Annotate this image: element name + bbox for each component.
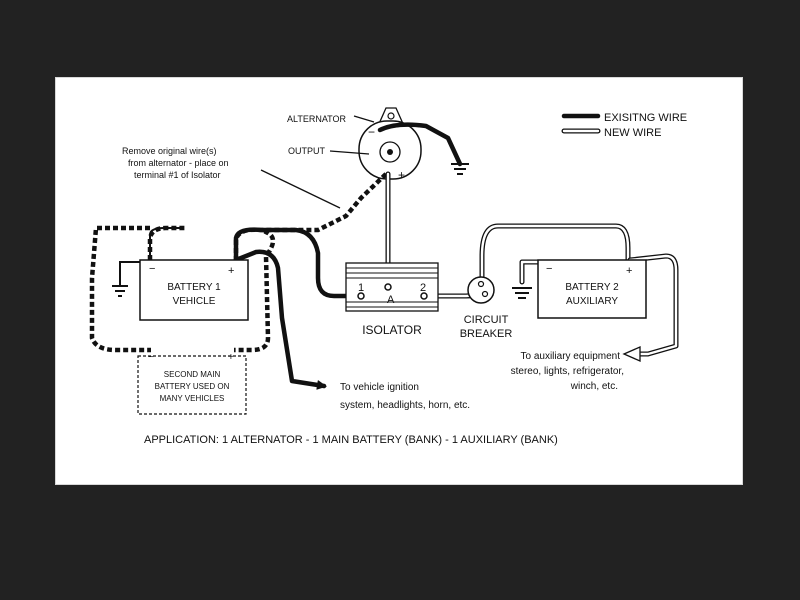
vehicle-systems-wire	[233, 249, 327, 390]
battery1-ground-dashed	[147, 225, 186, 260]
note-line-2: from alternator - place on	[128, 158, 229, 168]
alternator-label: ALTERNATOR	[287, 114, 347, 124]
battery2-minus: −	[546, 263, 552, 275]
original-wire-dashed	[233, 172, 388, 260]
alternator-shaft	[387, 149, 393, 155]
application-caption: APPLICATION: 1 ALTERNATOR - 1 MAIN BATTE…	[144, 434, 558, 446]
aux-note-line-2: stereo, lights, refrigerator,	[511, 366, 624, 377]
alternator: ALTERNATOR − + OUTPUT	[287, 107, 422, 182]
battery1-type: VEHICLE	[173, 296, 216, 307]
aux-equipment-new-wire	[628, 254, 678, 356]
alternator-ground-icon	[451, 163, 469, 175]
battery2-type: AUXILIARY	[566, 296, 618, 307]
alternator-leader	[353, 115, 375, 123]
second-battery-line-2: BATTERY USED ON	[155, 382, 230, 391]
circuit-breaker: CIRCUIT BREAKER	[460, 276, 513, 340]
battery1-ground-icon	[112, 285, 128, 297]
isolator: 1 A 2 ISOLATOR	[345, 262, 439, 337]
legend: EXISITNG WIRE NEW WIRE	[561, 112, 687, 139]
note-line-1: Remove original wire(s)	[122, 146, 217, 156]
second-battery-case	[137, 355, 247, 415]
isolator-terminal-a-label: A	[387, 294, 395, 306]
auxiliary-equipment-note: To auxiliary equipment stereo, lights, r…	[511, 351, 624, 392]
isolator-terminal-1-label: 1	[358, 282, 364, 294]
battery1-name: BATTERY 1	[167, 282, 221, 293]
battery2-ground-icon	[512, 287, 532, 299]
battery1-to-isolator-wire	[233, 227, 364, 299]
isolator-terminal-2-label: 2	[420, 282, 426, 294]
second-battery-negative-dashed	[89, 225, 151, 353]
legend-new-label: NEW WIRE	[604, 127, 661, 139]
battery1-plus: +	[228, 265, 234, 277]
alternator-mount-hole	[387, 112, 395, 120]
vehicle-note-line-1: To vehicle ignition	[340, 382, 419, 393]
second-battery-positive-dashed	[234, 229, 276, 353]
isolator-terminal-1	[357, 292, 365, 300]
breaker-line-2: BREAKER	[460, 328, 513, 340]
note-leader	[260, 169, 341, 209]
battery2-plus: +	[626, 265, 632, 277]
alternator-minus: −	[368, 125, 375, 139]
diagram-panel: EXISITNG WIRE NEW WIRE ALTERNATOR − + OU…	[55, 77, 743, 485]
isolator-terminal-a	[384, 283, 392, 291]
battery1-ground-lead	[149, 227, 180, 260]
battery2-case	[537, 259, 647, 319]
alternator-plus: +	[398, 168, 405, 182]
aux-note-line-3: winch, etc.	[570, 381, 618, 392]
battery-2: − + BATTERY 2 AUXILIARY	[537, 259, 647, 319]
isolator-terminal-2	[420, 292, 428, 300]
wiring-diagram: EXISITNG WIRE NEW WIRE ALTERNATOR − + OU…	[89, 107, 687, 446]
second-battery-line-3: MANY VEHICLES	[160, 394, 225, 403]
breaker-line-1: CIRCUIT	[464, 314, 509, 326]
second-battery-line-1: SECOND MAIN	[164, 370, 221, 379]
second-battery-plus: +	[228, 352, 234, 363]
legend-existing-label: EXISITNG WIRE	[604, 112, 687, 124]
output-label: OUTPUT	[288, 146, 326, 156]
vehicle-systems-note: To vehicle ignition system, headlights, …	[340, 382, 470, 411]
instruction-note: Remove original wire(s) from alternator …	[122, 146, 341, 209]
output-leader	[329, 150, 370, 155]
alternator-ground-wire	[377, 122, 463, 167]
battery1-ground-link	[119, 261, 142, 286]
battery-1: − + BATTERY 1 VEHICLE	[139, 259, 249, 321]
aux-note-line-1: To auxiliary equipment	[521, 351, 621, 362]
battery2-name: BATTERY 2	[565, 282, 619, 293]
second-main-battery: − + SECOND MAIN BATTERY USED ON MANY VEH…	[137, 352, 247, 415]
battery1-case	[139, 259, 249, 321]
note-line-3: terminal #1 of Isolator	[134, 170, 221, 180]
battery1-minus: −	[149, 263, 155, 275]
aux-equipment-arrowhead	[622, 346, 641, 362]
isolator-label: ISOLATOR	[362, 323, 422, 337]
circuit-breaker-icon	[467, 276, 495, 304]
vehicle-note-line-2: system, headlights, horn, etc.	[340, 400, 470, 411]
second-battery-minus: −	[148, 352, 154, 363]
